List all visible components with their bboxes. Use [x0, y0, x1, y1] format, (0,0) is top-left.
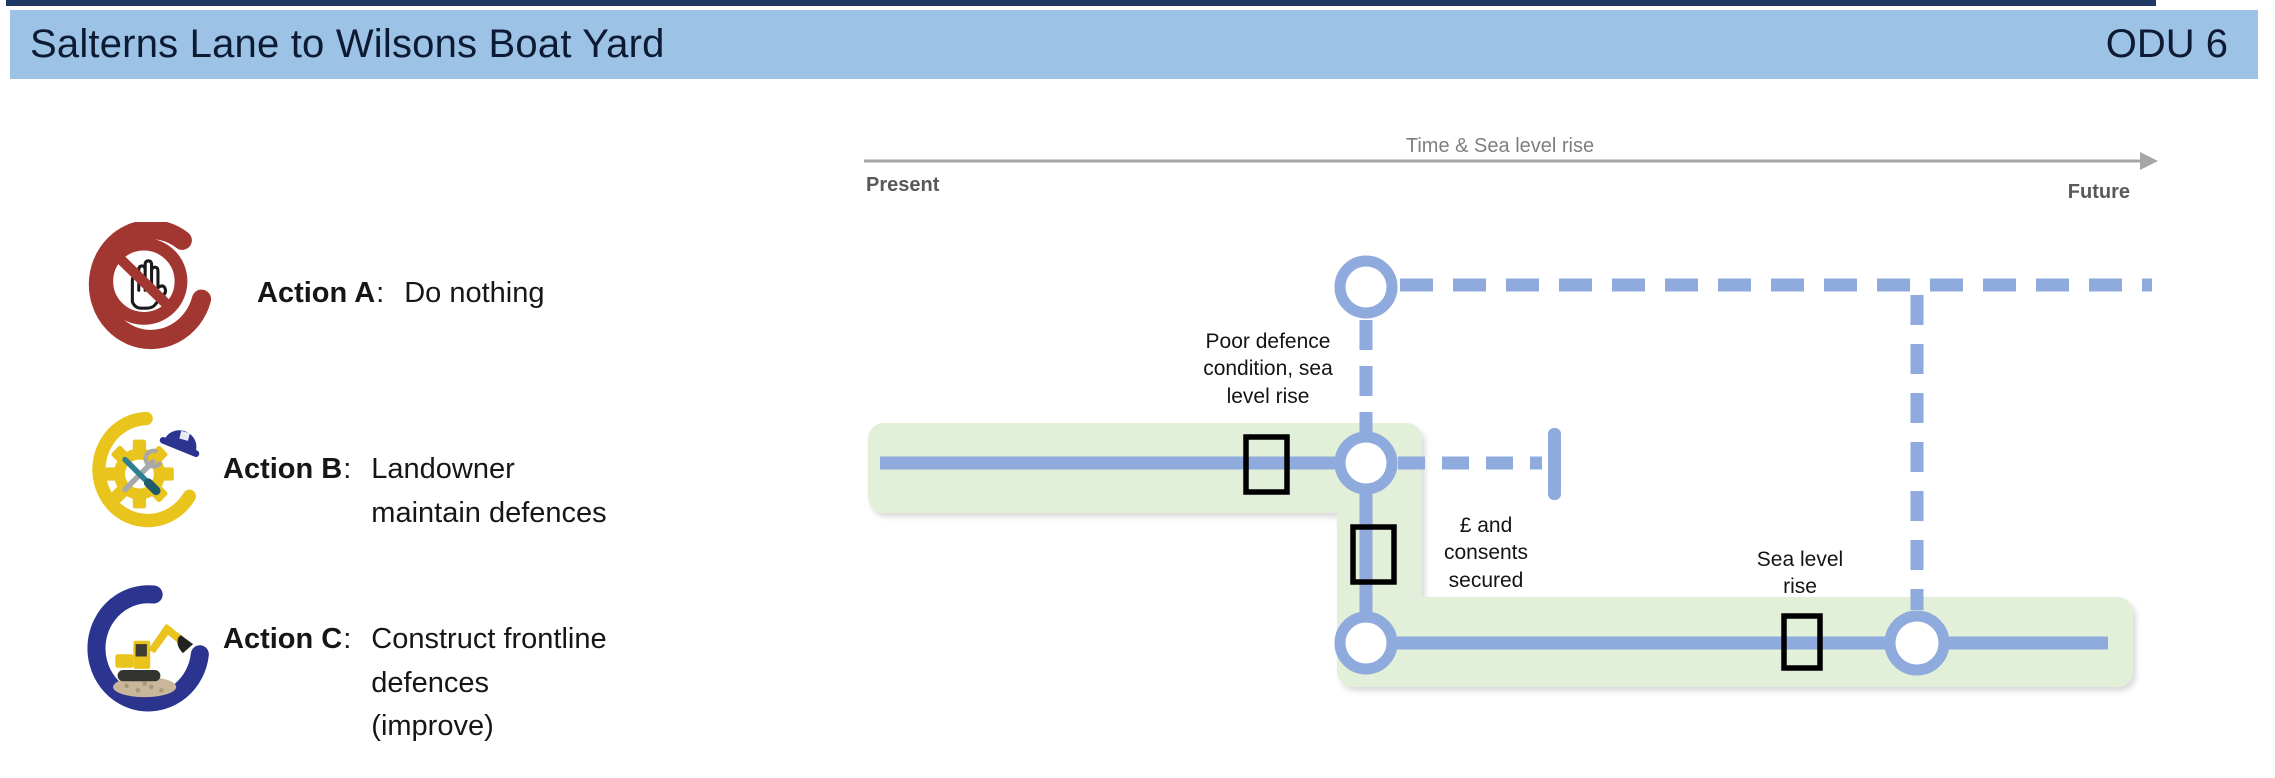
top-accent-strip — [6, 0, 2156, 6]
annotation-consents-secured: £ and consents secured — [1443, 514, 1529, 592]
page-title: Salterns Lane to Wilsons Boat Yard — [30, 22, 665, 66]
node-b-junction — [1334, 431, 1398, 495]
axis-title: Time & Sea level rise — [1405, 135, 1595, 157]
prohibition-hand-icon — [88, 222, 212, 350]
decision-window-b — [1243, 434, 1290, 495]
axis-present-label: Present — [866, 174, 940, 196]
excavator-swirl-icon — [87, 585, 209, 712]
annotation-sea-level-rise: Sea level rise — [1756, 548, 1844, 599]
action-a-description: Do nothing — [404, 277, 545, 309]
time-axis-arrowhead — [2140, 152, 2158, 170]
decision-window-c — [1781, 613, 1823, 671]
action-a-label: Action A — [257, 277, 376, 309]
annotation-poor-defence: Poor defence condition, sea level rise — [1203, 330, 1333, 408]
action-c-description: Construct frontline defences (improve) — [371, 623, 607, 742]
action-b-row: Action B: Landowner maintain defences — [223, 448, 629, 535]
decision-window-b-to-c — [1350, 524, 1397, 585]
gear-tools-hardhat-icon — [92, 411, 200, 528]
path-b-terminator-bar — [1548, 428, 1561, 500]
action-c-row: Action C: Construct frontline defences (… — [223, 618, 616, 749]
node-c-start — [1334, 611, 1398, 675]
action-a-row: Action A: Do nothing — [257, 272, 544, 316]
action-c-label: Action C — [223, 623, 343, 655]
node-c-junction — [1884, 610, 1950, 676]
action-b-label: Action B — [223, 453, 343, 485]
node-action-a-start — [1334, 255, 1398, 319]
action-b-description: Landowner maintain defences — [371, 453, 607, 529]
axis-future-label: Future — [2067, 181, 2130, 203]
header-bar: Salterns Lane to Wilsons Boat Yard ODU 6 — [10, 10, 2258, 79]
odu-code: ODU 6 — [2105, 22, 2228, 66]
